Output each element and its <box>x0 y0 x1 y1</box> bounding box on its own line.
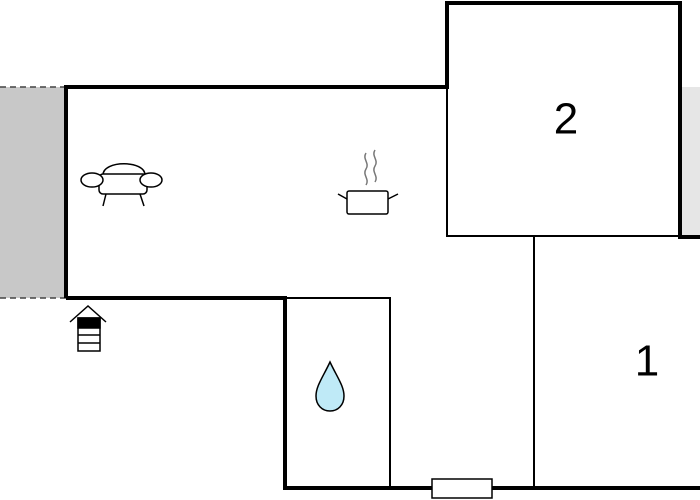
entrance-icon <box>69 304 107 352</box>
exterior-wall <box>64 1 700 298</box>
bathroom-wall <box>287 297 391 488</box>
window-icon <box>431 478 493 499</box>
room-2-label: 2 <box>554 95 578 144</box>
cooking-pot-icon <box>337 149 399 215</box>
water-drop-icon <box>315 360 345 412</box>
room-2-wall <box>446 87 680 237</box>
adjacent-area <box>682 87 700 237</box>
exterior-wall-lower <box>66 296 700 490</box>
room-1-label: 1 <box>635 337 659 386</box>
terrace-area <box>0 87 66 298</box>
sofa-icon <box>80 163 163 207</box>
